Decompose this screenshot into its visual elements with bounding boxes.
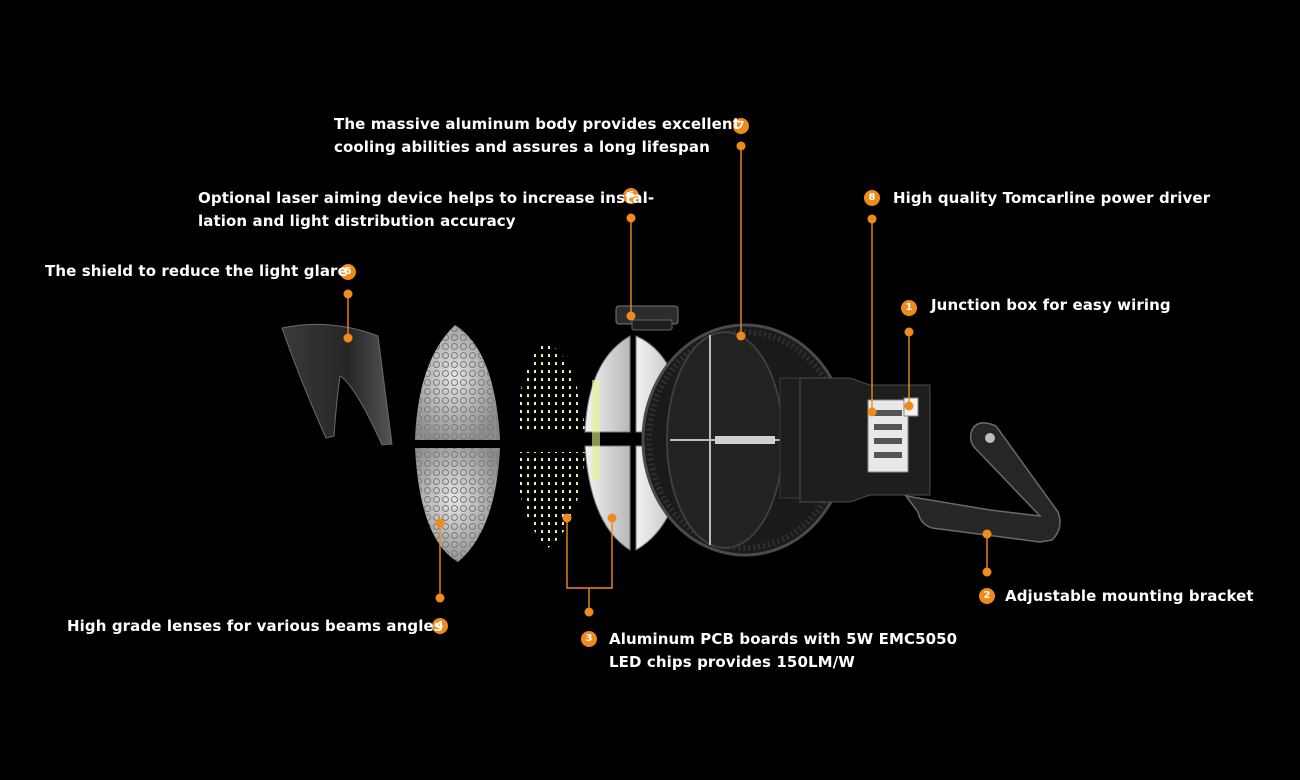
label-pcb-boards: Aluminum PCB boards with 5W EMC5050 LED … xyxy=(609,628,957,674)
label-lenses: High grade lenses for various beams angl… xyxy=(67,615,443,638)
led-chip-arrays xyxy=(515,340,585,548)
badge-5: 5 xyxy=(340,264,356,280)
label-line: lation and light distribution accuracy xyxy=(198,212,516,230)
label-shield: The shield to reduce the light glare xyxy=(45,260,348,283)
label-line: Junction box for easy wiring xyxy=(931,296,1171,314)
leader-lines xyxy=(347,146,988,612)
label-junction-box: Junction box for easy wiring xyxy=(931,294,1171,317)
label-line: LED chips provides 150LM/W xyxy=(609,653,855,671)
badge-4: 4 xyxy=(432,618,448,634)
label-laser-aiming: Optional laser aiming device helps to in… xyxy=(198,187,654,233)
badge-8: 8 xyxy=(864,190,880,206)
lens-plates xyxy=(415,325,500,562)
mounting-bracket xyxy=(904,422,1061,543)
badge-1: 1 xyxy=(901,300,917,316)
label-line: High grade lenses for various beams angl… xyxy=(67,617,443,635)
glare-shield xyxy=(281,323,393,446)
label-power-driver: High quality Tomcarline power driver xyxy=(893,187,1210,210)
label-line: Aluminum PCB boards with 5W EMC5050 xyxy=(609,630,958,648)
label-line: Optional laser aiming device helps to in… xyxy=(198,189,655,207)
label-mounting-bracket: Adjustable mounting bracket xyxy=(1005,585,1254,608)
laser-aiming-device xyxy=(615,305,679,331)
badge-6: 6 xyxy=(623,188,639,204)
label-aluminum-body: The massive aluminum body provides excel… xyxy=(334,113,740,159)
label-line: The shield to reduce the light glare xyxy=(45,262,348,280)
driver-housing xyxy=(799,377,931,503)
badge-7: 7 xyxy=(733,118,749,134)
badge-2: 2 xyxy=(979,588,995,604)
badge-3: 3 xyxy=(581,631,597,647)
label-line: High quality Tomcarline power driver xyxy=(893,189,1211,207)
label-line: Adjustable mounting bracket xyxy=(1005,587,1254,605)
label-line: The massive aluminum body provides excel… xyxy=(334,115,740,133)
leader-dots xyxy=(343,141,992,617)
label-line: cooling abilities and assures a long lif… xyxy=(334,138,710,156)
